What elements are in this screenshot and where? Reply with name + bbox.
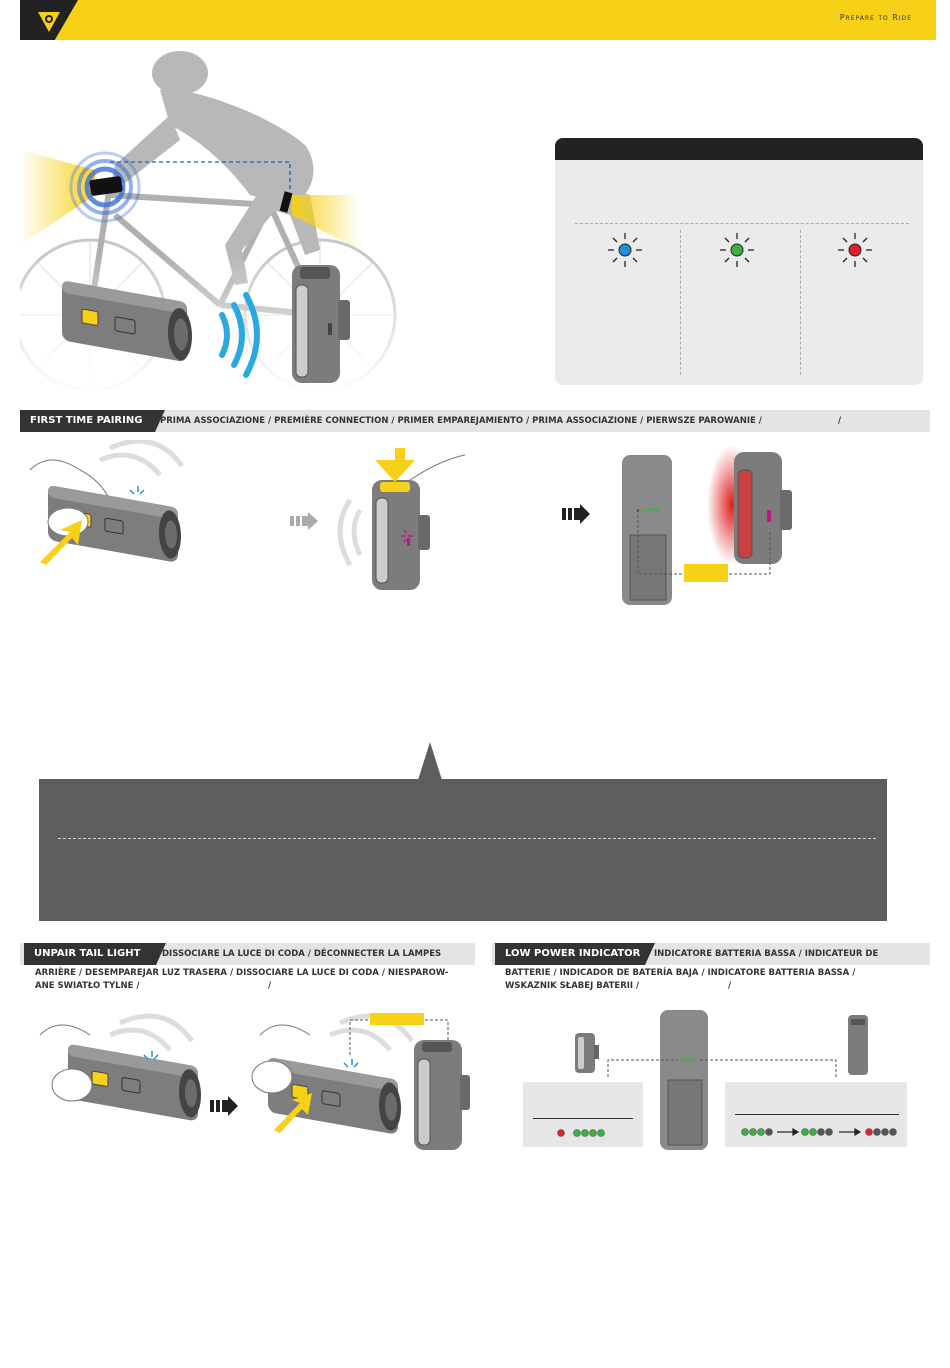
low-power-subtitle-line2: BATTERIE / INDICADOR DE BATERÍA BAJA / I… bbox=[505, 968, 856, 978]
low-power-illustration bbox=[575, 1010, 868, 1150]
pairing-title: FIRST TIME PAIRING bbox=[20, 410, 165, 432]
pairing-steps-illustration bbox=[29, 440, 792, 605]
box-divider bbox=[533, 1118, 633, 1119]
header-bar bbox=[20, 0, 936, 40]
led-blink-icon bbox=[129, 486, 145, 495]
status-info-card bbox=[555, 138, 923, 385]
unpair-subtitle-line1: DISSOCIARE LA LUCE DI CODA / DÉCONNECTER… bbox=[162, 949, 442, 959]
info-column-divider bbox=[800, 230, 801, 375]
unpair-title: UNPAIR TAIL LIGHT bbox=[24, 943, 166, 965]
info-panel bbox=[39, 779, 887, 921]
wireless-signal-icon bbox=[219, 292, 260, 378]
low-power-subtitle-line1: INDICATORE BATTERIA BASSA / INDICATEUR D… bbox=[654, 949, 879, 959]
headlight-low-power-box bbox=[523, 1082, 643, 1147]
flash-arrow-icon bbox=[290, 512, 318, 530]
unpair-subtitle-line3: ANE SWIATŁO TYLNE / bbox=[35, 981, 140, 991]
pairing-section-bar bbox=[20, 410, 930, 432]
pairing-trailing-slash: / bbox=[838, 416, 842, 426]
low-power-title: LOW POWER INDICATOR bbox=[495, 943, 655, 965]
topeak-logo-icon bbox=[38, 12, 60, 32]
info-card-divider bbox=[575, 223, 909, 224]
info-column-divider bbox=[680, 230, 681, 375]
hero-devices bbox=[62, 265, 350, 383]
green-led-icon bbox=[720, 233, 754, 267]
low-power-trailing-slash: / bbox=[728, 981, 732, 991]
unpair-steps-illustration bbox=[39, 1013, 470, 1150]
info-card-header bbox=[555, 138, 923, 160]
callout-pointer bbox=[418, 742, 442, 780]
red-led-icon bbox=[838, 233, 872, 267]
battery-leds-icon bbox=[557, 1129, 605, 1137]
press-arrow-icon bbox=[40, 520, 82, 565]
pairing-subtitle: PRIMA ASSOCIAZIONE / PREMIÈRE CONNECTION… bbox=[160, 416, 762, 426]
info-panel-divider bbox=[58, 838, 876, 839]
battery-sequence-icon bbox=[741, 1127, 897, 1137]
taillight-low-power-box bbox=[725, 1082, 907, 1147]
unpair-trailing-slash: / bbox=[268, 981, 272, 991]
tagline: Prepare to Ride bbox=[839, 13, 912, 22]
unpair-subtitle-line2: ARRIÈRE / DESEMPAREJAR LUZ TRASERA / DIS… bbox=[35, 968, 449, 978]
blue-led-icon bbox=[608, 233, 642, 267]
low-power-subtitle-line3: WSKAZNIK SŁABEJ BATERII / bbox=[505, 981, 640, 991]
box-divider bbox=[735, 1114, 899, 1115]
